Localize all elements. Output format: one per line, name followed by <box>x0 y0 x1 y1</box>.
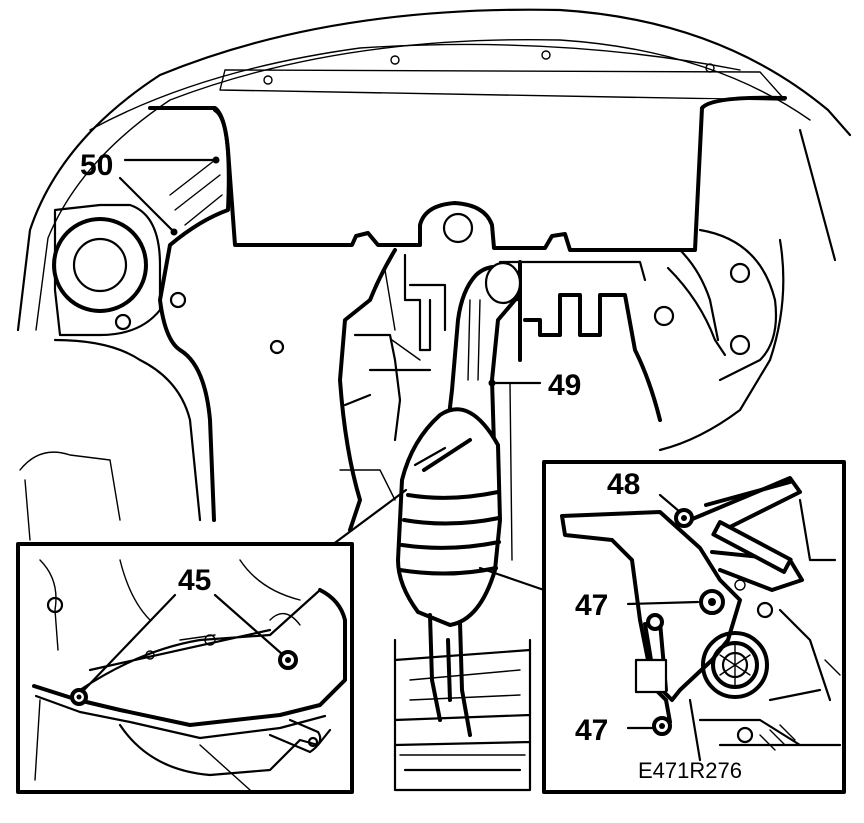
leader-49-drop <box>509 382 513 561</box>
inset-details <box>34 559 301 791</box>
right-engine-detail <box>678 248 720 342</box>
callout-50: 50 <box>80 149 113 182</box>
left-hub-bolt <box>169 291 187 309</box>
left-inset-frame <box>16 542 354 794</box>
right-body-edge <box>658 128 837 452</box>
callout-47-upper: 47 <box>575 589 608 622</box>
leader-50-lower <box>118 176 174 232</box>
inset-hatching <box>759 659 841 751</box>
cover-bolt-hole <box>442 212 474 244</box>
shield-hole <box>390 55 400 65</box>
inset-bolt <box>736 726 754 744</box>
callout-49: 49 <box>548 369 581 402</box>
leader-45-right <box>213 593 284 656</box>
right-hub-plate <box>698 228 778 382</box>
pulley-teeth <box>719 644 751 686</box>
engine-cover-plate <box>148 95 787 252</box>
inset-frame-details <box>688 498 842 762</box>
lower-link-block <box>634 658 668 694</box>
shield-hole <box>541 50 551 60</box>
callout-45: 45 <box>178 564 211 597</box>
converter-rib <box>402 516 501 526</box>
lower-subframe <box>393 638 532 792</box>
left-hub-outer <box>52 217 148 313</box>
converter-rib <box>400 540 501 550</box>
shield-hole <box>263 75 273 85</box>
left-hub-bolt <box>114 313 132 331</box>
left-body-panel-inner <box>53 338 202 522</box>
oil-pan-outline <box>32 588 347 727</box>
right-inset-47-48: 48 47 47 E471R276 <box>542 460 846 794</box>
inset-bolt <box>734 579 746 591</box>
body-arch-lip <box>89 43 741 131</box>
right-hub-segment <box>666 266 727 357</box>
figure-code: E471R276 <box>638 758 742 783</box>
oil-pan-flange <box>34 694 327 740</box>
exhaust-outlet-pipe <box>428 613 472 737</box>
bolt-45-left-core <box>76 694 82 700</box>
leader-50-lower-dot <box>170 228 178 236</box>
pulley-mid <box>711 641 759 689</box>
converter-rib <box>406 490 500 500</box>
inset-leader-left <box>330 488 408 547</box>
right-engine-detail <box>518 260 662 422</box>
callout-47-lower: 47 <box>575 714 608 747</box>
mount-strap <box>711 520 793 574</box>
leader-49-dot <box>488 379 496 387</box>
callout-48: 48 <box>607 468 640 501</box>
bolt-47-link <box>646 613 664 631</box>
engine-detail <box>339 269 421 501</box>
inset-hole <box>204 634 216 646</box>
bolt-45-right-core <box>285 657 291 663</box>
right-hub-bolt <box>729 262 751 284</box>
mount-bracket <box>560 510 742 702</box>
right-hub-bolt <box>653 305 675 327</box>
shield-hole <box>705 63 715 73</box>
body-arch-outer <box>16 8 852 332</box>
left-lower-panel <box>19 451 121 541</box>
lower-subframe-detail <box>399 669 526 756</box>
oil-pan-body <box>78 588 322 692</box>
oil-pan-bottom <box>118 723 332 777</box>
mount-strap <box>704 480 792 507</box>
converter-highlight <box>413 446 447 467</box>
bolt-48-core <box>681 515 687 521</box>
body-arch-inner <box>35 38 811 331</box>
leader-45-left <box>82 593 177 692</box>
bracket-arm <box>268 718 322 754</box>
catalytic-converter <box>396 407 502 627</box>
engine-block <box>338 248 397 532</box>
engine-detail <box>343 333 432 442</box>
inset-hole <box>145 650 155 660</box>
bolt-47-lower-core <box>659 723 665 729</box>
inset-hole <box>46 596 64 614</box>
engine-block-hole <box>269 339 285 355</box>
leader-48 <box>658 493 682 514</box>
left-inset-45: 45 <box>16 542 354 794</box>
pulley-outer <box>701 631 769 699</box>
right-hub-bolt <box>729 334 751 356</box>
inset-leader-right <box>478 566 546 592</box>
engine-detail <box>403 253 447 352</box>
exhaust-pipe-flange <box>484 261 522 305</box>
main-engine-view <box>16 8 852 792</box>
leader-50-upper-dot <box>212 156 220 164</box>
upper-shield <box>219 69 786 101</box>
left-hub-inner <box>72 237 128 293</box>
left-body-panel <box>158 108 231 522</box>
inset-bolt <box>756 601 774 619</box>
leader-47-upper <box>626 600 700 606</box>
left-hatching <box>169 159 223 226</box>
exhaust-pipe-seam <box>467 299 481 381</box>
main-callouts: 50 49 <box>80 149 581 561</box>
converter-highlight <box>422 438 472 472</box>
bracket-bolt <box>307 736 319 748</box>
bolt-47-upper-core <box>708 598 716 606</box>
